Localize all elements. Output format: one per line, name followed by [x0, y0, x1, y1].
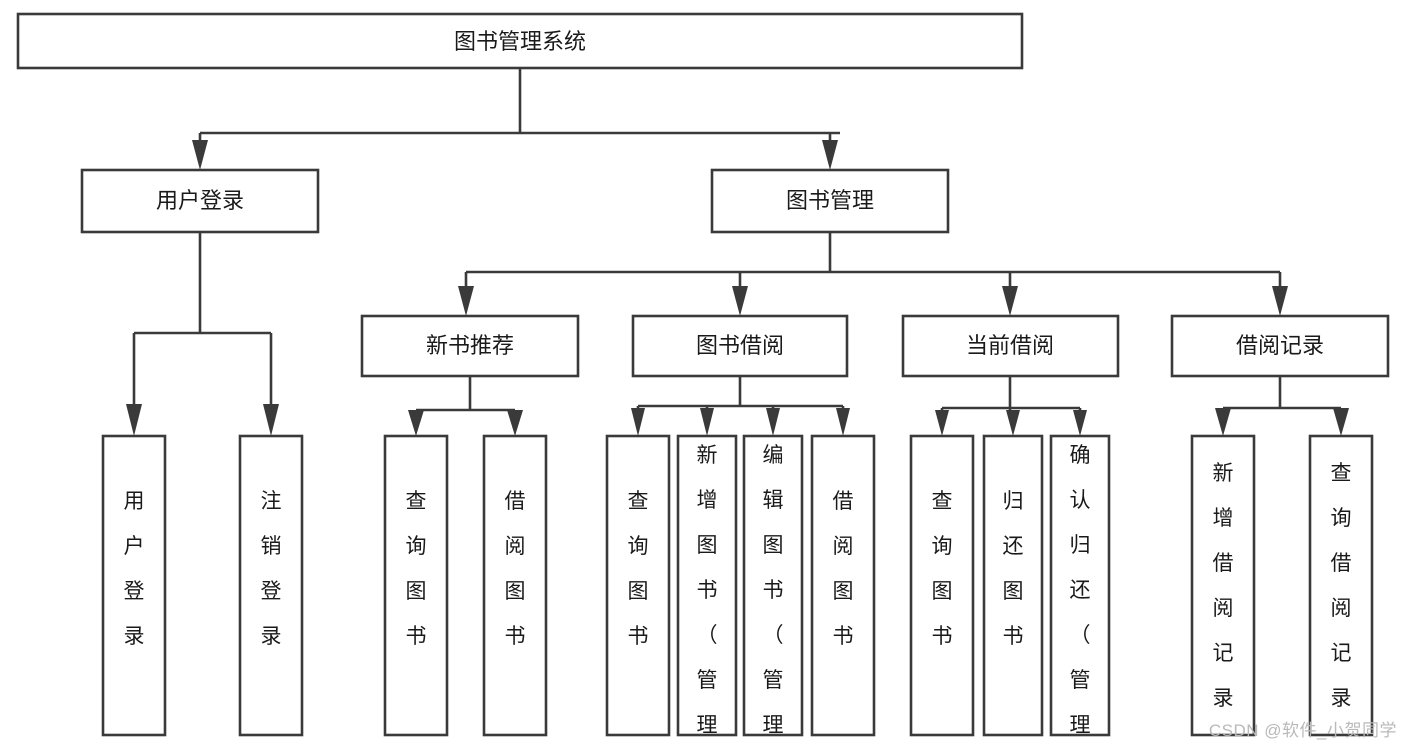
- node-root[interactable]: 图书管理系统: [16, 12, 1024, 70]
- arrow-to-leaf-return-book: [1006, 410, 1020, 436]
- node-book-manage-rect[interactable]: [710, 168, 950, 234]
- node-leaf-query-book-1[interactable]: 查询图书: [383, 434, 449, 737]
- node-current-borrow-label: 当前借阅: [966, 333, 1054, 358]
- node-leaf-logout-rect[interactable]: [238, 434, 304, 737]
- arrow-to-book-manage: [822, 140, 838, 170]
- node-leaf-add-book-label: 新增图书（管理员）: [697, 444, 718, 747]
- node-user-login-rect[interactable]: [80, 168, 320, 234]
- node-user-login-label: 用户登录: [156, 188, 244, 213]
- node-leaf-query-book-3-rect[interactable]: [909, 434, 975, 737]
- arrow-to-leaf-query-book-2: [631, 408, 645, 436]
- node-new-book-rec[interactable]: 新书推荐: [360, 314, 580, 378]
- node-book-borrow[interactable]: 图书借阅: [631, 314, 849, 378]
- node-new-book-rec-rect[interactable]: [360, 314, 580, 378]
- arrow-to-leaf-query-record: [1333, 408, 1349, 436]
- node-leaf-query-book-2-label: 查询图书: [628, 490, 649, 648]
- arrow-to-leaf-add-record: [1215, 408, 1231, 436]
- arrow-to-current-borrow: [1002, 286, 1018, 316]
- connector-book-manage-trunk: [464, 232, 1282, 292]
- node-borrow-record-label: 借阅记录: [1236, 333, 1324, 358]
- node-borrow-record[interactable]: 借阅记录: [1170, 314, 1390, 378]
- node-leaf-add-record-rect[interactable]: [1190, 434, 1256, 737]
- node-leaf-confirm-return-rect[interactable]: [1049, 434, 1111, 737]
- node-leaf-return-book[interactable]: 归还图书: [982, 434, 1044, 737]
- node-leaf-query-book-1-rect[interactable]: [383, 434, 449, 737]
- node-leaf-query-record[interactable]: 查询借阅记录: [1308, 434, 1374, 737]
- node-root-rect[interactable]: [16, 12, 1024, 70]
- csdn-watermark: CSDN @软件_小贺同学: [1208, 721, 1397, 740]
- node-leaf-query-record-rect[interactable]: [1308, 434, 1374, 737]
- node-book-manage[interactable]: 图书管理: [710, 168, 950, 234]
- node-book-manage-label: 图书管理: [786, 188, 874, 213]
- arrow-to-leaf-query-book-1: [408, 410, 424, 436]
- node-book-borrow-label: 图书借阅: [696, 333, 784, 358]
- arrow-to-leaf-add-book: [700, 408, 714, 436]
- arrow-to-leaf-confirm-return: [1073, 410, 1087, 436]
- arrow-to-book-borrow: [732, 286, 748, 316]
- node-user-login[interactable]: 用户登录: [80, 168, 320, 234]
- node-book-borrow-rect[interactable]: [631, 314, 849, 378]
- arrow-to-leaf-borrow-book-1: [507, 410, 523, 436]
- node-leaf-borrow-book-2[interactable]: 借阅图书: [810, 434, 876, 737]
- node-leaf-confirm-return[interactable]: 确认归还（管理员）: [1049, 434, 1111, 747]
- arrow-to-leaf-query-book-3: [935, 410, 949, 436]
- connector-layer: [126, 68, 1349, 436]
- node-leaf-user-login-rect[interactable]: [101, 434, 167, 737]
- node-leaf-logout-label: 注销登录: [261, 490, 282, 648]
- connector-user-login-trunk: [132, 232, 273, 412]
- node-current-borrow-rect[interactable]: [901, 314, 1120, 378]
- node-leaf-borrow-book-2-rect[interactable]: [810, 434, 876, 737]
- node-leaf-query-book-3[interactable]: 查询图书: [909, 434, 975, 737]
- node-leaf-borrow-book-1[interactable]: 借阅图书: [482, 434, 548, 737]
- node-leaf-query-book-2[interactable]: 查询图书: [605, 434, 671, 737]
- node-leaf-return-book-rect[interactable]: [982, 434, 1044, 737]
- node-leaf-edit-book-rect[interactable]: [742, 434, 804, 737]
- connector-book-borrow-trunk: [636, 376, 845, 414]
- connector-new-book-rec-trunk: [414, 376, 517, 418]
- arrow-to-leaf-user-login: [126, 404, 142, 436]
- arrow-to-leaf-edit-book: [766, 408, 780, 436]
- node-current-borrow[interactable]: 当前借阅: [901, 314, 1120, 378]
- node-leaf-return-book-label: 归还图书: [1003, 490, 1024, 648]
- node-leaf-add-book[interactable]: 新增图书（管理员）: [676, 434, 738, 747]
- arrow-to-leaf-logout: [263, 404, 279, 436]
- node-leaf-add-book-rect[interactable]: [676, 434, 738, 737]
- node-leaf-edit-book[interactable]: 编辑图书（管理员）: [742, 434, 804, 747]
- node-leaf-query-book-2-rect[interactable]: [605, 434, 671, 737]
- node-leaf-edit-book-label: 编辑图书（管理员）: [763, 444, 784, 747]
- node-leaf-user-login[interactable]: 用户登录: [101, 434, 167, 737]
- arrow-to-new-book-rec: [458, 286, 474, 316]
- node-leaf-query-book-1-label: 查询图书: [406, 490, 427, 648]
- node-borrow-record-rect[interactable]: [1170, 314, 1390, 378]
- arrow-to-borrow-record: [1272, 286, 1288, 316]
- leaf-layer: 用户登录 注销登录 查询图书 借阅图书 查询图书 新增图书（管理员）: [101, 434, 1374, 747]
- node-leaf-borrow-book-1-label: 借阅图书: [505, 490, 526, 648]
- connector-root-trunk: [198, 68, 840, 152]
- arrow-to-user-login: [192, 140, 208, 170]
- node-leaf-add-record-label: 新增借阅记录: [1213, 462, 1234, 710]
- node-root-label: 图书管理系统: [454, 29, 586, 54]
- node-leaf-add-record[interactable]: 新增借阅记录: [1190, 434, 1256, 737]
- node-leaf-query-record-label: 查询借阅记录: [1331, 462, 1352, 710]
- node-leaf-user-login-label: 用户登录: [124, 490, 145, 648]
- node-leaf-confirm-return-label: 确认归还（管理员）: [1070, 444, 1091, 747]
- node-new-book-rec-label: 新书推荐: [426, 333, 514, 358]
- connector-borrow-record-trunk: [1221, 376, 1343, 416]
- node-leaf-query-book-3-label: 查询图书: [932, 490, 953, 648]
- arrow-to-leaf-borrow-book-2: [836, 408, 850, 436]
- node-leaf-logout[interactable]: 注销登录: [238, 434, 304, 737]
- node-leaf-borrow-book-2-label: 借阅图书: [833, 490, 854, 648]
- node-leaf-borrow-book-1-rect[interactable]: [482, 434, 548, 737]
